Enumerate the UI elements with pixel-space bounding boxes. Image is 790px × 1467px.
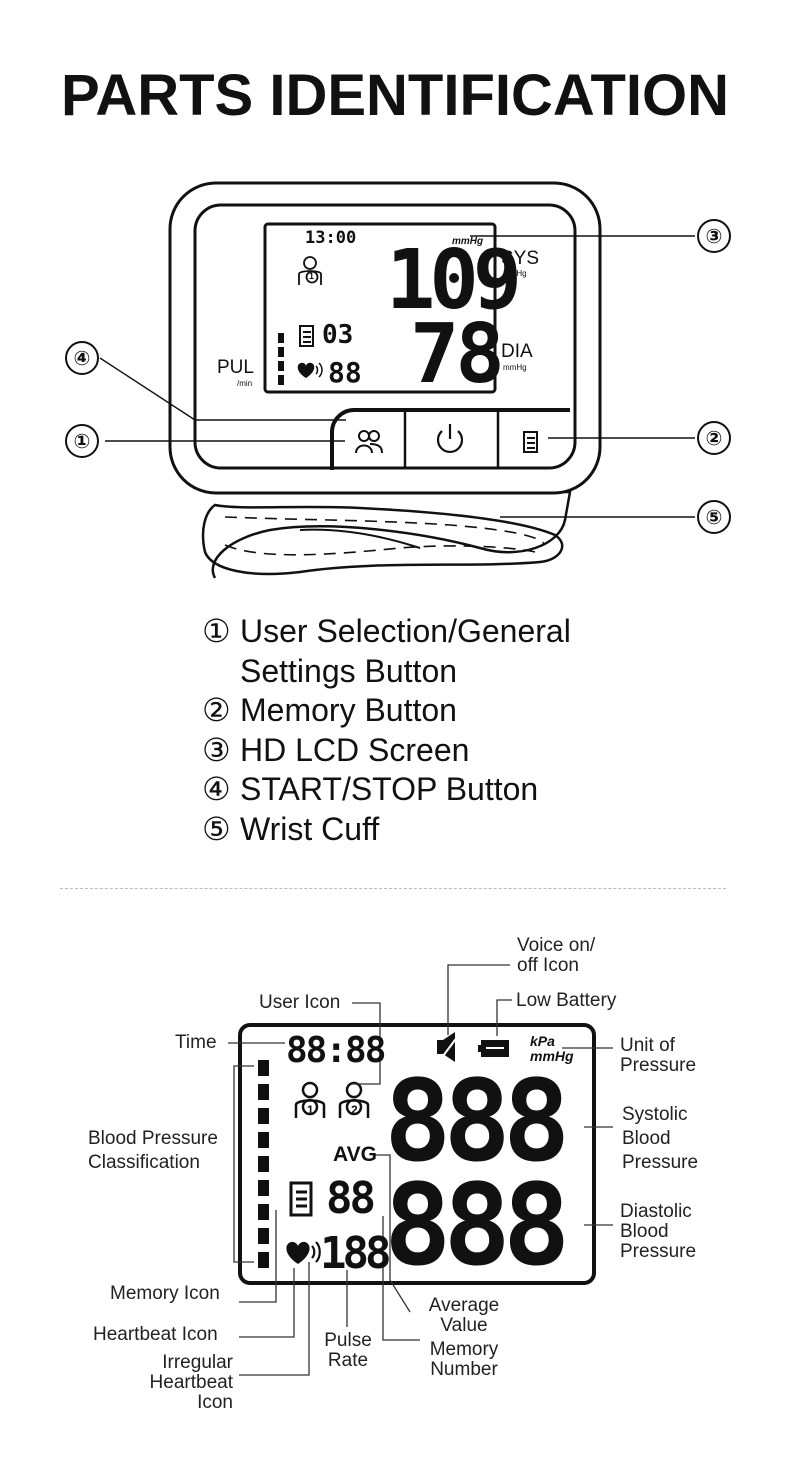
part-label-continued: Settings Button xyxy=(240,652,458,689)
pul-label: PUL xyxy=(217,357,254,378)
separator xyxy=(60,888,726,889)
device-body xyxy=(168,181,602,495)
callout-circle-3 xyxy=(697,219,731,253)
diagram-time-digits: 88:88 xyxy=(286,1030,386,1071)
power-icon xyxy=(436,424,464,453)
user-icon xyxy=(298,256,322,285)
diastolic-digits: 888 xyxy=(384,1161,570,1291)
lcd-frame xyxy=(238,1023,596,1285)
lcd-screen xyxy=(263,222,497,394)
dia-value: 78 xyxy=(410,307,505,402)
memory-icon xyxy=(299,325,314,347)
classification-bars xyxy=(258,1060,269,1268)
lcd-user-number: 1 xyxy=(309,271,315,281)
lcd-unit: mmHg xyxy=(452,236,484,247)
pulse-value: 88 xyxy=(328,356,362,389)
callout-circle-4 xyxy=(65,341,99,375)
users-icon xyxy=(355,430,383,454)
callout-lines xyxy=(99,235,695,518)
user1-number: 1 xyxy=(307,1103,314,1117)
callout-2: ② xyxy=(705,426,723,450)
callout-4: ④ xyxy=(73,346,91,370)
label-heartbeat-icon: Heartbeat Icon xyxy=(93,1324,218,1345)
diagram-kpa: kPa xyxy=(530,1033,555,1049)
part-number: ③ xyxy=(202,730,231,769)
sys-unit: mmHg xyxy=(503,269,527,278)
device-illustration xyxy=(65,181,731,579)
voice-icon xyxy=(437,1032,459,1062)
callout-circle-5 xyxy=(697,500,731,534)
diagram-mmhg: mmHg xyxy=(530,1048,574,1064)
diagram-leader-lines xyxy=(228,964,613,1376)
callout-circle-1 xyxy=(65,424,99,458)
callout-5: ⑤ xyxy=(705,505,723,529)
lcd-diagram xyxy=(228,964,613,1376)
user2-number: 2 xyxy=(351,1103,358,1117)
heartbeat-icon xyxy=(297,362,323,378)
part-number: ④ xyxy=(202,770,231,808)
callout-circle-2 xyxy=(697,421,731,455)
memory-number-digits: 88 xyxy=(326,1173,376,1224)
memory-icon-large xyxy=(289,1181,313,1217)
label-voice-icon: Voice on/off Icon xyxy=(517,935,596,976)
pul-unit: /min xyxy=(237,379,253,388)
label-user-icon: User Icon xyxy=(259,992,341,1013)
label-low-battery: Low Battery xyxy=(516,990,617,1011)
dia-unit: mmHg xyxy=(503,363,527,372)
part-label: Wrist Cuff xyxy=(240,810,380,847)
page-title: PARTS IDENTIFICATION xyxy=(60,63,730,128)
part-label: User Selection/General xyxy=(240,613,571,649)
user-icons xyxy=(294,1081,370,1118)
systolic-digits: 888 xyxy=(384,1057,570,1187)
label-memory-icon: Memory Icon xyxy=(110,1283,220,1304)
part-number: ② xyxy=(202,691,231,729)
sys-value: 109 xyxy=(386,233,522,328)
part-label: HD LCD Screen xyxy=(240,731,470,768)
battery-icon xyxy=(478,1040,509,1057)
part-number: ⑤ xyxy=(202,809,231,848)
callout-3: ③ xyxy=(705,224,723,248)
callout-1: ① xyxy=(73,429,91,453)
memory-number: 03 xyxy=(322,320,354,350)
label-time: Time xyxy=(175,1032,217,1053)
sys-label: SYS xyxy=(501,248,540,269)
part-label: START/STOP Button xyxy=(240,771,539,807)
lcd-time: 13:00 xyxy=(305,228,357,248)
part-label: Memory Button xyxy=(240,692,457,728)
heartbeat-icon-large xyxy=(286,1241,321,1264)
wrist-cuff xyxy=(201,490,572,579)
part-number: ① xyxy=(202,612,231,650)
dia-label: DIA xyxy=(501,341,533,362)
memory-button-icon xyxy=(523,431,538,453)
pulse-digits: 188 xyxy=(320,1228,392,1279)
avg-label: AVG xyxy=(333,1143,377,1166)
